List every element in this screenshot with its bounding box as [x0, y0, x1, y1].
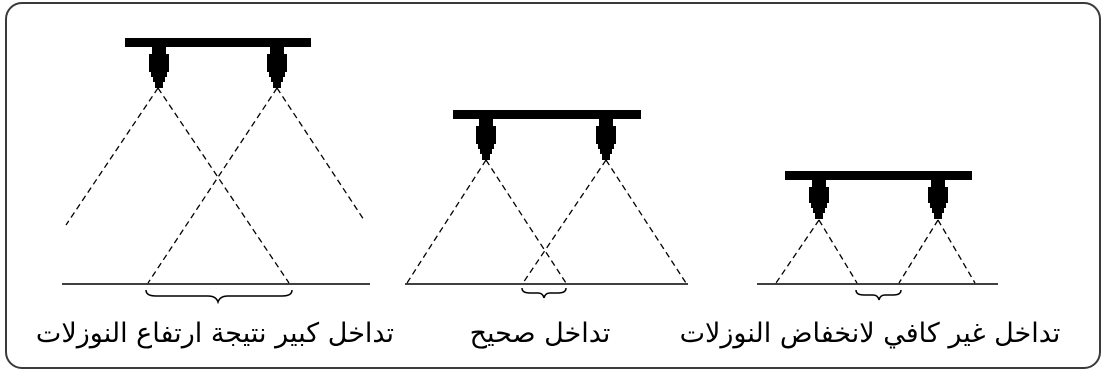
- boom-bar: [125, 38, 311, 47]
- spray-pattern-lines: [775, 219, 976, 284]
- panel-correct-height: [405, 110, 688, 299]
- panel-low-nozzles: [757, 171, 998, 301]
- nozzle-right: [267, 47, 287, 88]
- nozzle-left: [809, 180, 829, 219]
- diagram-border: [5, 2, 1101, 369]
- nozzle-right: [928, 180, 948, 219]
- nozzle-right: [596, 119, 616, 160]
- caption-correct-height: تداخل صحيح: [469, 318, 611, 349]
- nozzle-left: [476, 119, 496, 160]
- spray-pattern-lines: [65, 87, 365, 284]
- boom-bar: [785, 171, 972, 180]
- spray-pattern-lines: [406, 159, 687, 284]
- panel-high-nozzles: [62, 38, 370, 305]
- boom-bar: [453, 110, 641, 119]
- overlap-brace: [855, 289, 902, 301]
- overlap-brace: [145, 289, 293, 305]
- nozzle-left: [149, 47, 169, 88]
- caption-high-nozzles: تداخل كبير نتيجة ارتفاع النوزلات: [35, 318, 395, 349]
- overlap-brace: [521, 287, 567, 299]
- caption-low-nozzles: تداخل غير كافي لانخفاض النوزلات: [679, 318, 1061, 349]
